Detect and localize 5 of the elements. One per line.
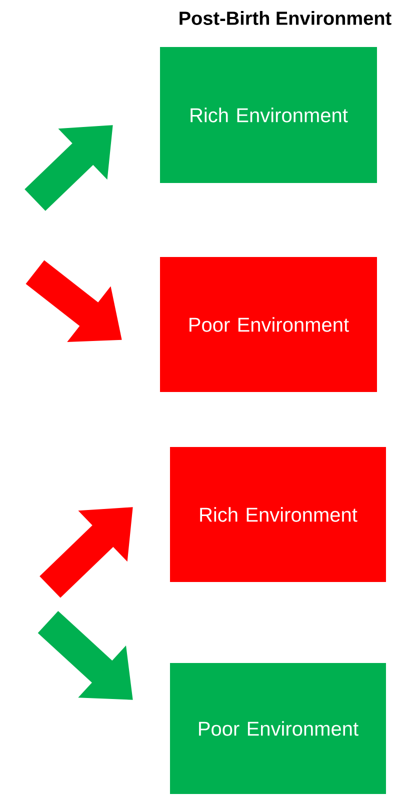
environment-box: Poor Environment (160, 257, 377, 392)
environment-box: Rich Environment (160, 47, 377, 184)
title: Post-Birth Environment (180, 11, 392, 25)
environment-box: Poor Environment (170, 663, 386, 794)
environment-box: Rich Environment (170, 447, 386, 582)
